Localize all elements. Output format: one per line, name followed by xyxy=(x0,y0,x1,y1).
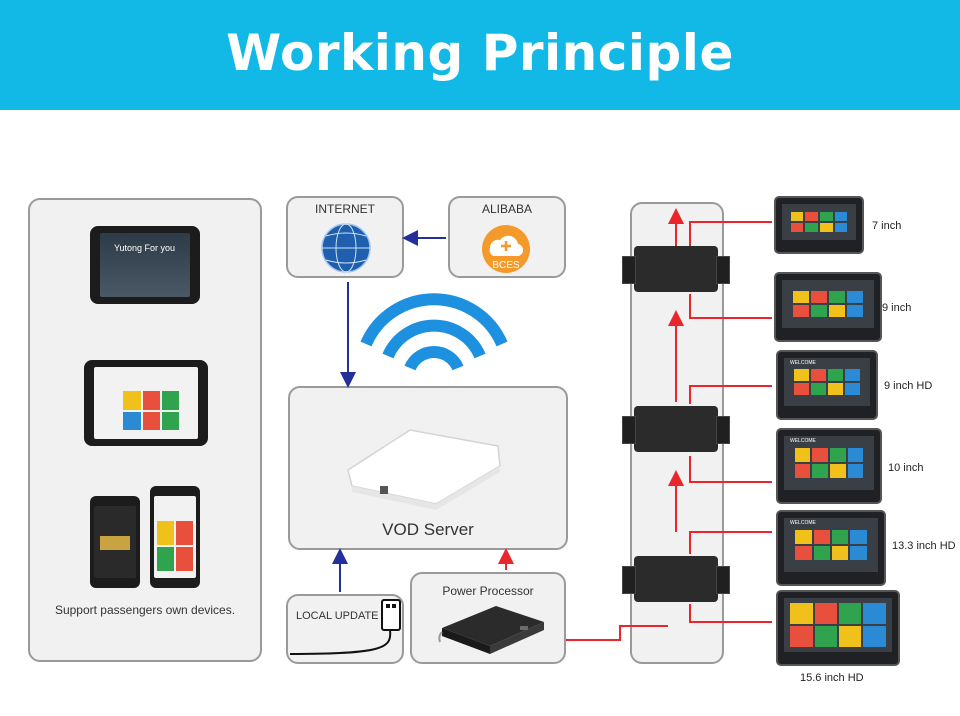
bces-label: BCES xyxy=(486,260,526,271)
local-update-label: LOCAL UPDATE xyxy=(296,610,379,622)
screen-label-13-3-inch-hd: 13.3 inch HD xyxy=(892,540,956,552)
screen-9-inch xyxy=(774,272,882,342)
power-processor-label: Power Processor xyxy=(410,584,566,598)
screen-15-6-inch-hd xyxy=(776,590,900,666)
screen-label-15-6-inch-hd: 15.6 inch HD xyxy=(800,672,864,684)
screen-label-10-inch: 10 inch xyxy=(888,462,923,474)
screen-label-7-inch: 7 inch xyxy=(872,220,901,232)
tablet-banner-text: Yutong For you xyxy=(114,243,175,253)
screen-7-inch xyxy=(774,196,864,254)
phone-1 xyxy=(90,496,140,588)
screen-label-9-inch-hd: 9 inch HD xyxy=(884,380,932,392)
screen-label-9-inch: 9 inch xyxy=(882,302,911,314)
screen-10-inch: WELCOME xyxy=(776,428,882,504)
alibaba-label: ALIBABA xyxy=(448,202,566,216)
screen-9-inch-hd: WELCOME xyxy=(776,350,878,420)
screen-13-3-inch-hd: WELCOME xyxy=(776,510,886,586)
tablet-landscape-1: Yutong For you xyxy=(90,226,200,304)
splitter-1 xyxy=(634,246,718,292)
internet-label: INTERNET xyxy=(286,202,404,216)
welcome-text-3: WELCOME xyxy=(790,520,816,526)
tablet-landscape-2 xyxy=(84,360,208,446)
splitter-2 xyxy=(634,406,718,452)
phone-2 xyxy=(150,486,200,588)
welcome-text-2: WELCOME xyxy=(790,438,816,444)
splitter-3 xyxy=(634,556,718,602)
vod-server-label: VOD Server xyxy=(288,520,568,540)
welcome-text-1: WELCOME xyxy=(790,360,816,366)
passenger-devices-caption: Support passengers own devices. xyxy=(28,603,262,617)
power-to-rail-link xyxy=(566,626,668,640)
